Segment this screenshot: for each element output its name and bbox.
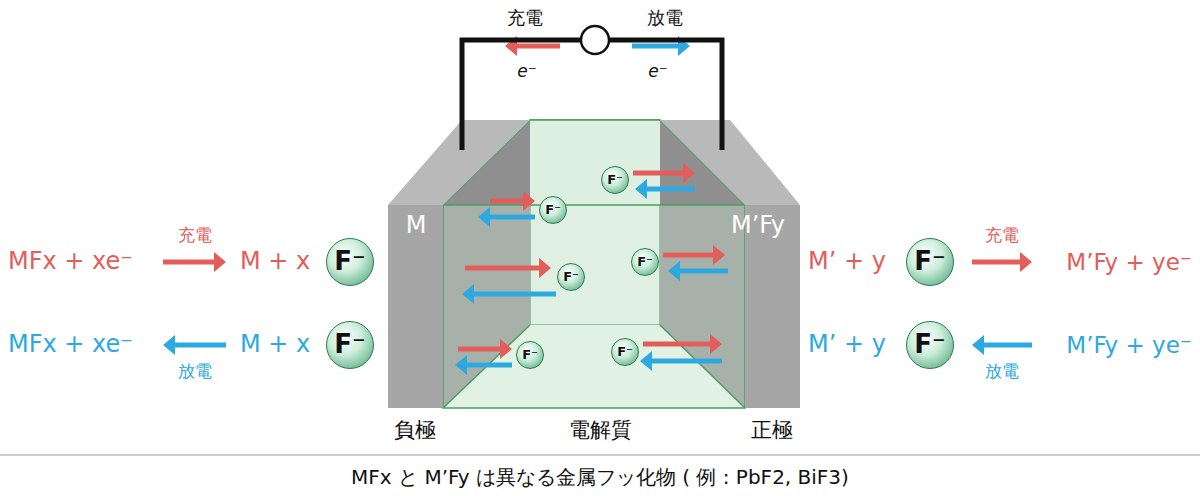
electrolyte-edges (443, 120, 745, 408)
flow-arrow (640, 351, 722, 371)
fluoride-ion: F⁻ (906, 238, 954, 286)
flow-label: 充電 (507, 8, 543, 29)
reaction-equation: M’Fy + ye⁻ (1066, 249, 1192, 275)
ion-arrows (163, 36, 1032, 375)
flow-arrow (633, 163, 695, 183)
reaction-equation: MFx + xe⁻ (8, 248, 133, 276)
fluoride-ion: F⁻ (611, 338, 639, 366)
electrolyte: 電解質 F⁻ F⁻ F⁻ F⁻ F⁻ F⁻ (443, 120, 745, 445)
fluoride-ion: F⁻ (326, 238, 374, 286)
fluoride-ion: F⁻ (516, 341, 544, 369)
ion-label: F⁻ (637, 255, 653, 270)
flow-arrow (455, 355, 512, 375)
reaction-equation: M’Fy + ye⁻ (1066, 332, 1192, 358)
ion-label: F⁻ (334, 330, 365, 360)
material-label: M (406, 212, 427, 240)
flow-label: 放電 (647, 8, 683, 29)
circuit-wire (462, 40, 722, 150)
flow-label: e⁻ (648, 62, 667, 82)
flow-label: 放電 (985, 362, 1019, 382)
flow-arrow (478, 207, 535, 227)
ion-label: F⁻ (334, 247, 365, 277)
flow-label: 充電 (985, 226, 1019, 246)
ion-label: F⁻ (914, 247, 945, 277)
reaction-equation: M + x (240, 331, 310, 359)
flow-arrow (635, 179, 695, 199)
part-name: 電解質 (569, 418, 632, 442)
reaction-equation: M’ + y (808, 248, 886, 276)
flow-arrow (663, 245, 725, 265)
electrolyte-front (443, 205, 745, 408)
flow-label: 放電 (178, 362, 212, 382)
anode-top (388, 120, 530, 205)
flow-label: e⁻ (517, 62, 536, 82)
flow-arrow (972, 252, 1032, 272)
material-label: M’Fy (731, 212, 785, 240)
reaction-equation: MFx + xe⁻ (8, 331, 133, 359)
flow-arrow (465, 258, 551, 278)
ion-label: F⁻ (522, 348, 538, 363)
flow-arrow (462, 284, 556, 304)
separator-line (0, 454, 1200, 456)
ion-label: F⁻ (914, 330, 945, 360)
anode-front (388, 205, 443, 408)
fluoride-ion: F⁻ (631, 248, 659, 276)
ion-label: F⁻ (617, 345, 633, 360)
flow-label: 充電 (178, 226, 212, 246)
electrode: M’Fy 正極 (660, 150, 800, 445)
reaction-equation: M’ + y (808, 331, 886, 359)
part-name: 負極 (394, 418, 436, 442)
ion-label: F⁻ (563, 270, 579, 285)
fluoride-ion: F⁻ (557, 263, 585, 291)
flow-arrow (972, 335, 1032, 355)
flow-arrow (163, 252, 226, 272)
flow-arrow (163, 335, 226, 355)
ion-label: F⁻ (607, 173, 623, 188)
fluoride-ion: F⁻ (326, 321, 374, 369)
flow-arrow (643, 334, 722, 354)
flow-arrow (490, 191, 535, 211)
reaction-equation: M + x (240, 248, 310, 276)
fluoride-ion: F⁻ (539, 196, 567, 224)
electrode: M 負極 (388, 150, 530, 445)
cathode-top (660, 120, 800, 205)
load-symbol (581, 26, 609, 54)
fluoride-ion: F⁻ (601, 166, 629, 194)
part-name: 正極 (751, 418, 793, 442)
caption: MFx と M’Fy は異なる金属フッ化物 ( 例 : PbF2, BiF3) (351, 466, 849, 489)
fluoride-ion: F⁻ (906, 321, 954, 369)
flow-arrow (668, 261, 728, 281)
ion-label: F⁻ (545, 203, 561, 218)
